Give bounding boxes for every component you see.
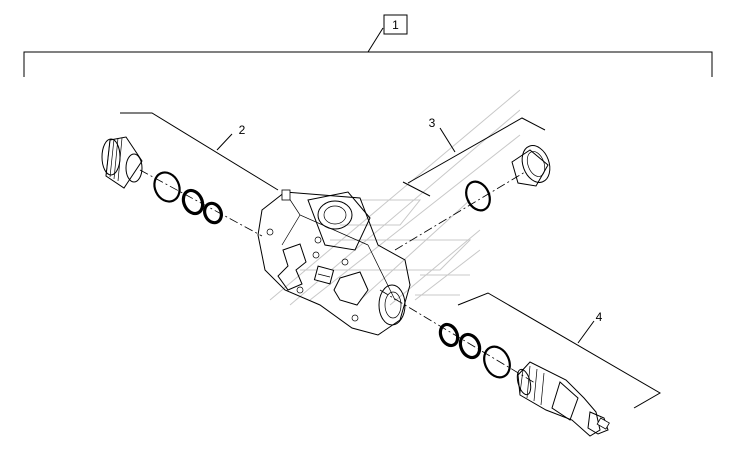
callout-3: 3 <box>402 116 546 197</box>
callout-4-label: 4 <box>596 310 603 324</box>
assembly-bracket <box>23 27 713 77</box>
lower-seal-ring-large <box>483 345 511 379</box>
callout-1: 1 <box>383 14 408 35</box>
right-plug <box>511 145 551 187</box>
callout-4: 4 <box>457 292 661 409</box>
left-plug <box>101 136 143 189</box>
center-lines <box>139 169 536 384</box>
callout-1-label: 1 <box>392 18 399 32</box>
left-seal-ring-small <box>203 201 223 225</box>
relief-valve-cartridge <box>516 361 610 437</box>
left-seal-ring-large <box>153 171 181 203</box>
callout-2-label: 2 <box>239 123 246 137</box>
callout-3-label: 3 <box>429 116 436 130</box>
lower-seal-ring-mid <box>458 332 482 360</box>
lower-seal-ring-small <box>438 322 460 348</box>
right-seal-ring <box>465 180 491 212</box>
callout-2: 2 <box>120 112 279 191</box>
valve-body <box>257 189 411 336</box>
left-seal-ring-mid <box>181 188 205 216</box>
